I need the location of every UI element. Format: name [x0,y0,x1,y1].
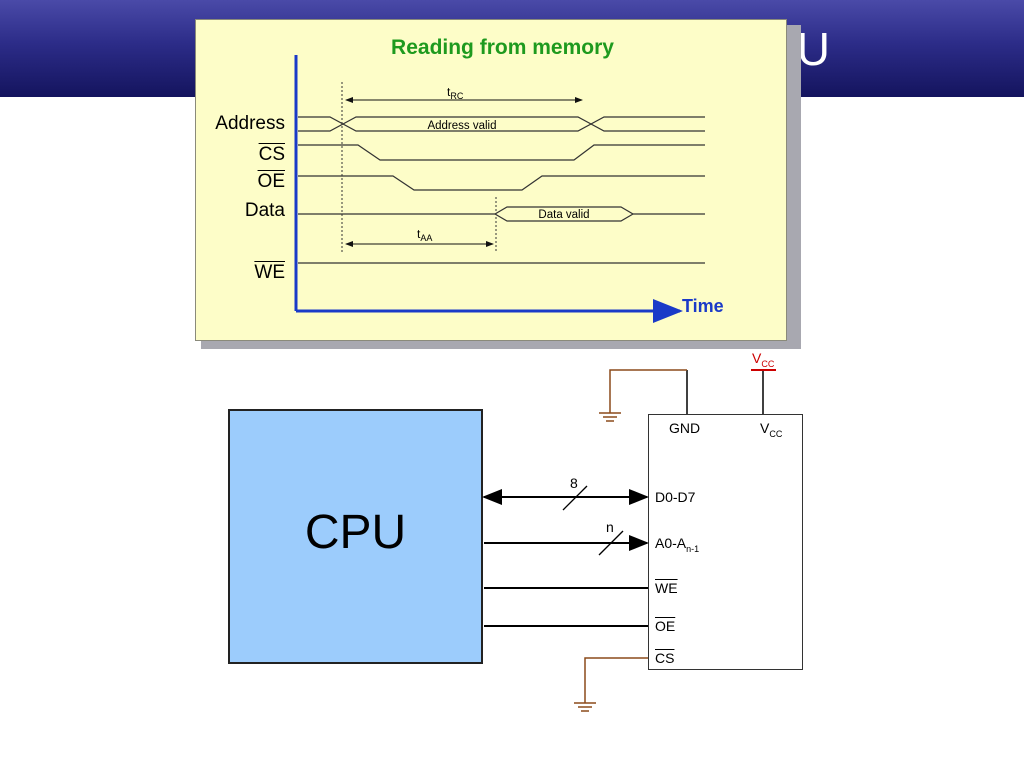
data-bus-width: 8 [570,475,578,491]
pin-address: A0-An-1 [655,535,700,554]
vcc-supply-label: VCC [752,350,775,369]
vcc-supply-connection [751,369,776,414]
address-bus-width: n [606,519,614,535]
timing-axes [294,55,683,323]
data-waveform [298,206,705,222]
time-axis-label: Time [682,296,724,316]
pin-vcc: VCC [760,420,783,439]
cs-ground-connection [574,657,648,712]
address-waveform [298,116,705,132]
timing-title: Reading from memory [391,36,614,59]
timing-panel [195,19,787,341]
signal-label-oe: OE [257,171,285,192]
data-bus-slash [562,485,588,511]
pin-we: WE [655,580,678,596]
cs-waveform [298,144,705,161]
data-valid-label: Data valid [538,209,589,221]
address-bus-slash [598,530,624,556]
signal-label-we: WE [254,262,285,283]
cpu-block [228,409,483,664]
taa-label: tAA [417,227,432,243]
signal-label-cs: CS [258,144,285,165]
oe-waveform [298,175,705,191]
signal-label-data: Data [244,200,285,221]
cpu-label: CPU [304,506,407,559]
pin-gnd: GND [669,420,701,436]
address-valid-label: Address valid [427,120,496,132]
pin-cs: CS [655,650,675,666]
pin-oe: OE [655,618,676,634]
pin-data: D0-D7 [655,489,696,505]
trc-label: tRC [447,85,464,101]
gnd-ground-connection [599,369,688,422]
signal-label-address: Address [215,113,285,134]
